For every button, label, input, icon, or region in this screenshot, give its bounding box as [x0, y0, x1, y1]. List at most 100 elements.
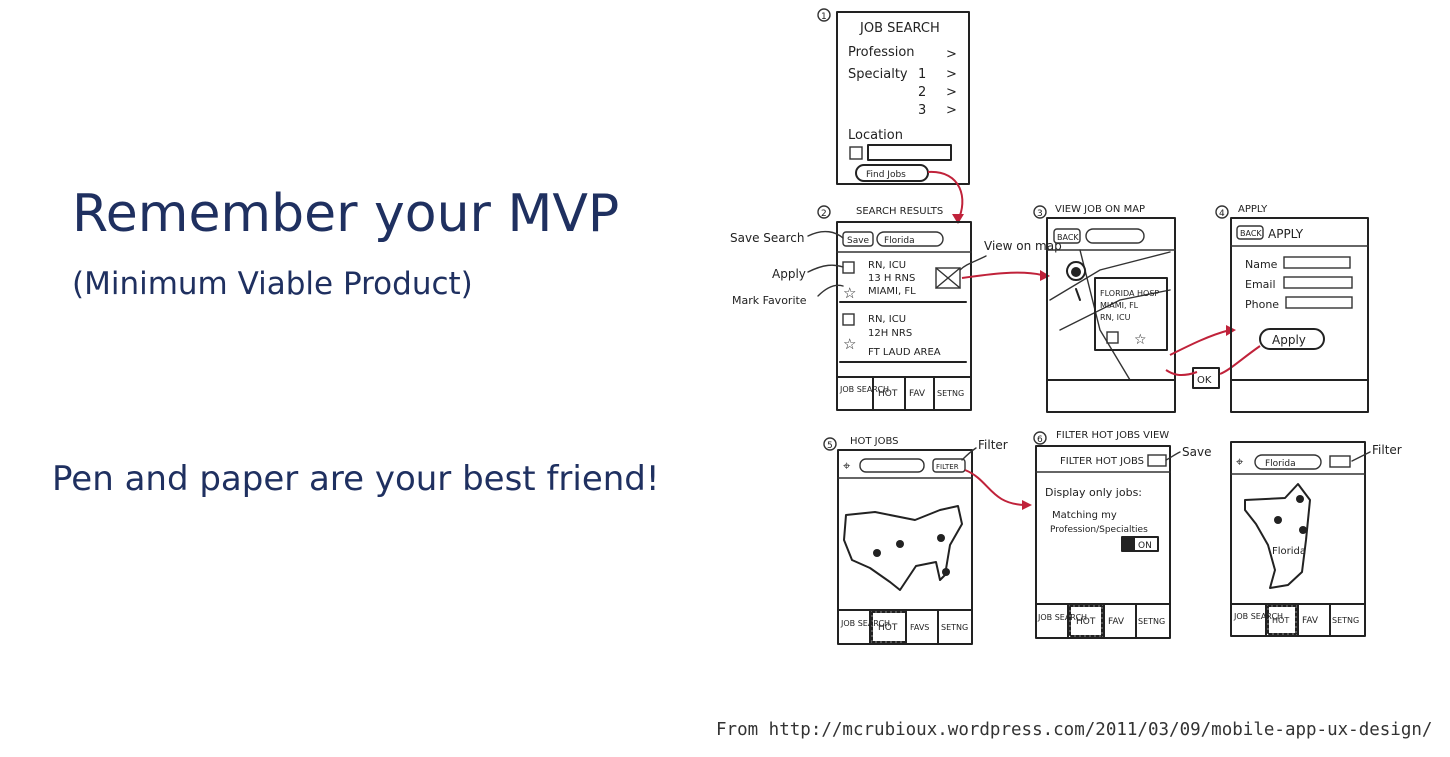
map-pin-icon: [873, 549, 881, 557]
find-jobs-label: Find Jobs: [866, 170, 906, 180]
flow-arrow: [1219, 345, 1261, 375]
location-label: Location: [848, 128, 903, 143]
apply-screen-title: APPLY: [1268, 227, 1304, 241]
back-label: BACK: [1240, 229, 1262, 238]
specialty-label: Specialty: [848, 67, 908, 82]
search-field: [859, 458, 925, 473]
map-pin-icon: [1299, 526, 1307, 534]
screen-view-job-on-map: 3 VIEW JOB ON MAP BACK FLORIDA HOSP MIAM…: [1033, 204, 1176, 413]
search-field: [876, 231, 944, 247]
screen-caption: APPLY: [1238, 204, 1268, 215]
email-field: [1283, 276, 1353, 289]
tab-label: HOT: [878, 389, 898, 399]
search-value: Florida: [1265, 459, 1296, 469]
tab-label: JOB SEARCH: [1037, 613, 1087, 622]
tab-label: SETNG: [937, 389, 964, 398]
tab-label: SETNG: [941, 623, 968, 632]
tab-hot-selected: [1069, 605, 1103, 637]
filter-button: [932, 458, 966, 473]
locate-icon: ⌖: [1236, 455, 1244, 470]
result-line: RN, ICU: [868, 314, 906, 325]
florida-map-outline: [1244, 483, 1311, 589]
screen-number: 2: [821, 209, 827, 219]
arrowhead: [1040, 270, 1050, 281]
on-toggle: [1121, 536, 1159, 552]
result-line: 13 H RNS: [868, 273, 915, 284]
flow-arrow: [961, 271, 1043, 279]
flow-arrow: [964, 469, 1026, 506]
toggle-label: ON: [1138, 541, 1152, 551]
form-label: Phone: [1245, 298, 1279, 311]
annotation-view-on-map: View on map: [984, 239, 1062, 253]
map-pin-icon: [1296, 495, 1304, 503]
screen-hot-jobs-florida: ⌖ Florida Florida JOB SEARCH HOT FAV SET…: [1230, 441, 1366, 637]
apply-button: [1259, 328, 1325, 350]
tab-label: SETNG: [1332, 616, 1359, 625]
tab-label: JOB SEARCH: [1233, 612, 1283, 621]
tab-label: SETNG: [1138, 617, 1165, 626]
tab-label: JOB SEARCH: [839, 385, 889, 394]
back-button: [1053, 228, 1081, 244]
tab-hot-selected: [871, 611, 907, 643]
arrowhead: [1022, 500, 1032, 510]
locate-icon: [849, 146, 863, 160]
screen-search-results: 2 SEARCH RESULTS Save Florida ☆ RN, ICU …: [817, 205, 972, 411]
flow-arrow: [1165, 369, 1198, 377]
screen-filter-hot-jobs: 6 FILTER HOT JOBS VIEW FILTER HOT JOBS D…: [1033, 430, 1171, 639]
filter-label: FILTER: [936, 463, 959, 471]
flow-arrow: [927, 170, 964, 221]
apply-checkbox-icon: [1106, 331, 1119, 344]
back-button: [1236, 225, 1264, 240]
popup-line: RN, ICU: [1100, 313, 1131, 322]
tab-label: HOT: [878, 623, 898, 633]
map-pin-icon: [896, 540, 904, 548]
apply-checkbox-icon: [842, 261, 855, 274]
profession-label: Profession: [848, 45, 915, 60]
result-line: FT LAUD AREA: [868, 347, 941, 358]
annotation-save-search: Save Search: [730, 231, 805, 245]
map-pin-icon: [942, 568, 950, 576]
screen-number: 3: [1037, 209, 1043, 219]
tab-label: JOB SEARCH: [840, 619, 890, 628]
screen-number: 1: [821, 12, 827, 22]
flow-arrow: [1169, 329, 1231, 356]
ok-label: OK: [1197, 375, 1212, 386]
source-citation: From http://mcrubioux.wordpress.com/2011…: [716, 720, 1433, 740]
screen-number: 6: [1037, 435, 1043, 445]
apply-button-label: Apply: [1272, 333, 1306, 347]
screen-number: 4: [1219, 209, 1225, 219]
screen-title: JOB SEARCH: [859, 21, 940, 36]
map-pin-icon: [1274, 516, 1282, 524]
result-line: RN, ICU: [868, 260, 906, 271]
slide-title: Remember your MVP: [72, 184, 620, 244]
map-thumbnail-icon: [935, 267, 961, 289]
screen-number: 5: [827, 441, 833, 451]
ok-button: [1192, 367, 1220, 389]
search-field: [1254, 454, 1322, 470]
specialty-row: 1: [918, 67, 926, 82]
tab-label: FAVS: [910, 623, 929, 632]
job-popup: [1094, 277, 1168, 351]
save-search-button: [842, 231, 874, 247]
form-label: Name: [1245, 258, 1278, 271]
screen-caption: FILTER HOT JOBS VIEW: [1056, 430, 1169, 441]
map-pin-icon: [937, 534, 945, 542]
annotation-filter: Filter: [1372, 443, 1402, 457]
back-label: BACK: [1057, 233, 1079, 242]
chevron-icon: >: [946, 103, 957, 118]
name-field: [1283, 256, 1351, 269]
save-button: [1147, 454, 1167, 467]
filter-text: Matching my: [1052, 510, 1117, 521]
map-pin-icon: [1066, 261, 1087, 301]
save-label: Save: [847, 236, 870, 246]
star-icon: ☆: [1134, 332, 1147, 348]
tab-label: FAV: [1302, 616, 1319, 626]
star-icon: ☆: [843, 284, 856, 302]
filter-text: Display only jobs:: [1045, 486, 1142, 499]
tab-label: HOT: [1272, 616, 1289, 625]
slide-subtitle: (Minimum Viable Product): [72, 266, 473, 302]
slide-body-text: Pen and paper are your best friend!: [52, 459, 660, 499]
form-label: Email: [1245, 278, 1276, 291]
tab-label: HOT: [1076, 617, 1096, 627]
annotation-mark-favorite: Mark Favorite: [732, 294, 807, 307]
